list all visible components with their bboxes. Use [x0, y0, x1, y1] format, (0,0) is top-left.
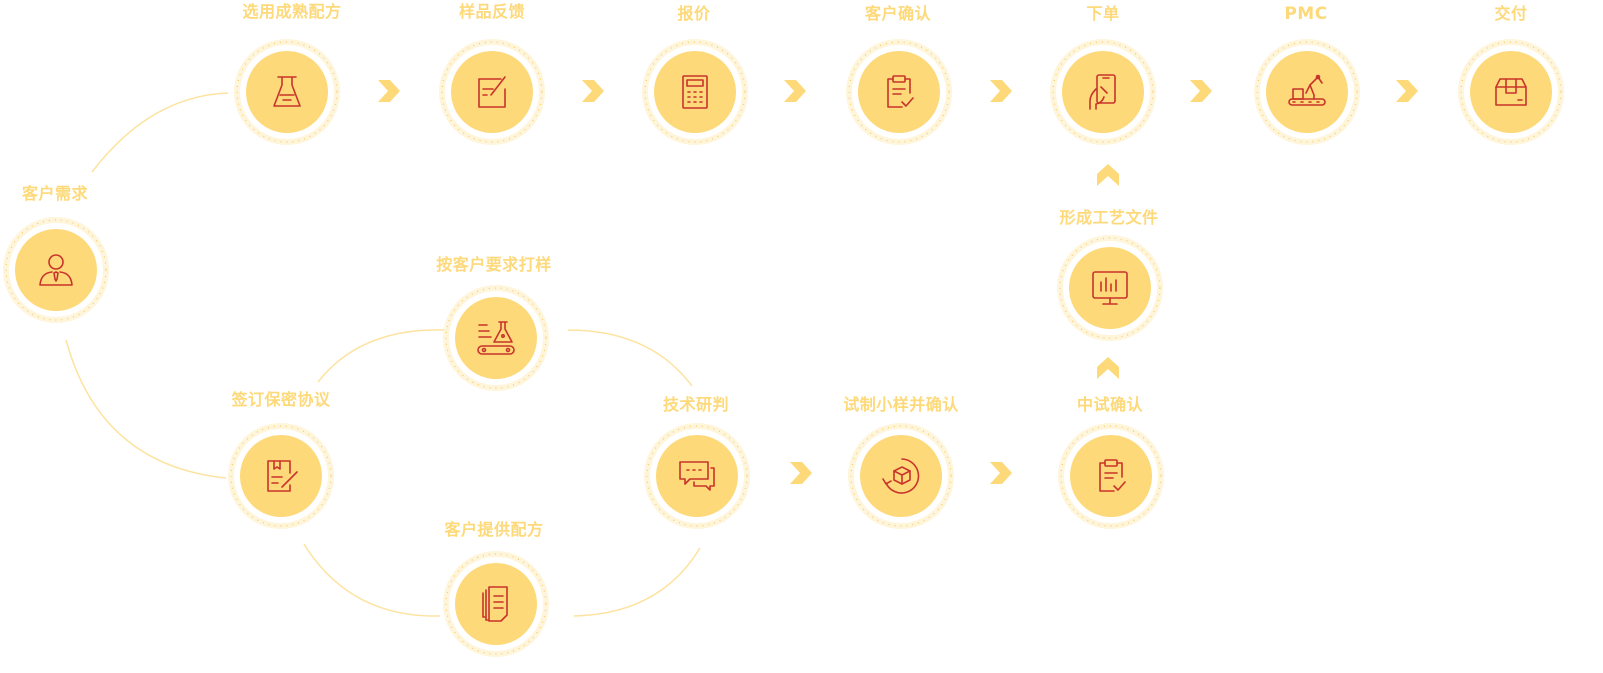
- label-customer-demand: 客户需求: [21, 184, 89, 203]
- node-place-order: [1048, 37, 1158, 147]
- flow-chevron-right: [1190, 80, 1212, 102]
- flow-chevron-right: [582, 80, 604, 102]
- node-disc: [1070, 435, 1152, 517]
- node-disc: [858, 51, 940, 133]
- node-pilot-confirm: [1056, 421, 1166, 531]
- chat-bubbles-icon: [679, 461, 715, 491]
- lab-conveyor-icon: [477, 321, 515, 355]
- label-tech-review: 技术研判: [662, 395, 730, 414]
- node-disc: [1069, 247, 1151, 329]
- node-disc: [240, 435, 322, 517]
- connector-demand-to-select-formula: [91, 92, 229, 173]
- node-disc: [860, 435, 942, 517]
- node-tech-review: [642, 421, 752, 531]
- phone-tap-icon: [1089, 74, 1116, 110]
- node-sample-feedback: [437, 37, 547, 147]
- connector-nda-to-customer-formula: [303, 543, 441, 617]
- node-disc: [1470, 51, 1552, 133]
- connector-demand-to-nda: [65, 339, 227, 479]
- node-disc: [455, 563, 537, 645]
- node-customer-formula: [441, 549, 551, 659]
- connector-customer-formula-to-tech-review: [573, 547, 701, 617]
- flow-chevron-right: [990, 462, 1012, 484]
- label-nda: 签订保密协议: [231, 390, 331, 409]
- label-delivery: 交付: [1494, 4, 1528, 23]
- label-pilot-confirm: 中试确认: [1076, 395, 1144, 414]
- label-sample-feedback: 样品反馈: [458, 2, 526, 21]
- flow-chevron-right: [990, 80, 1012, 102]
- node-pmc: [1252, 37, 1362, 147]
- label-custom-sample: 按客户要求打样: [436, 255, 552, 274]
- label-customer-confirm: 客户确认: [864, 4, 932, 23]
- node-nda: [226, 421, 336, 531]
- label-process-docs: 形成工艺文件: [1059, 208, 1159, 227]
- monitor-chart-icon: [1092, 271, 1128, 305]
- documents-icon: [482, 586, 508, 622]
- flow-chevron-right: [784, 80, 806, 102]
- connector-nda-to-custom-sample: [317, 329, 445, 383]
- cube-cycle-icon: [882, 458, 920, 494]
- node-customer-confirm: [844, 37, 954, 147]
- flow-chevron-up: [1097, 357, 1119, 379]
- edit-note-icon: [478, 76, 506, 108]
- label-select-formula: 选用成熟配方: [242, 2, 342, 21]
- label-trial-sample: 试制小样并确认: [843, 395, 959, 414]
- label-customer-formula: 客户提供配方: [444, 520, 544, 539]
- flow-chevron-right: [1396, 80, 1418, 102]
- connector-custom-sample-to-tech-review: [567, 329, 693, 387]
- box-icon: [1495, 78, 1527, 106]
- label-quotation: 报价: [677, 4, 711, 23]
- node-custom-sample: [441, 283, 551, 393]
- node-disc: [246, 51, 328, 133]
- node-disc: [656, 435, 738, 517]
- node-trial-sample: [846, 421, 956, 531]
- person-tie-icon: [39, 254, 73, 286]
- clipboard-check-icon: [1099, 459, 1126, 492]
- label-pmc: PMC: [1284, 4, 1328, 24]
- node-disc: [1062, 51, 1144, 133]
- node-disc: [15, 229, 97, 311]
- clipboard-check-icon: [887, 75, 914, 108]
- node-process-docs: [1055, 233, 1165, 343]
- node-customer-demand: [1, 215, 111, 325]
- label-place-order: 下单: [1086, 4, 1120, 23]
- calculator-icon: [682, 75, 708, 109]
- node-disc: [451, 51, 533, 133]
- node-quotation: [640, 37, 750, 147]
- robot-arm-icon: [1288, 74, 1326, 106]
- node-select-formula: [232, 37, 342, 147]
- flask-icon: [273, 76, 301, 107]
- flow-chevron-right: [790, 462, 812, 484]
- contract-sign-icon: [267, 460, 298, 492]
- flow-chevron-right: [378, 80, 400, 102]
- node-delivery: [1456, 37, 1566, 147]
- flow-chevron-up: [1097, 164, 1119, 186]
